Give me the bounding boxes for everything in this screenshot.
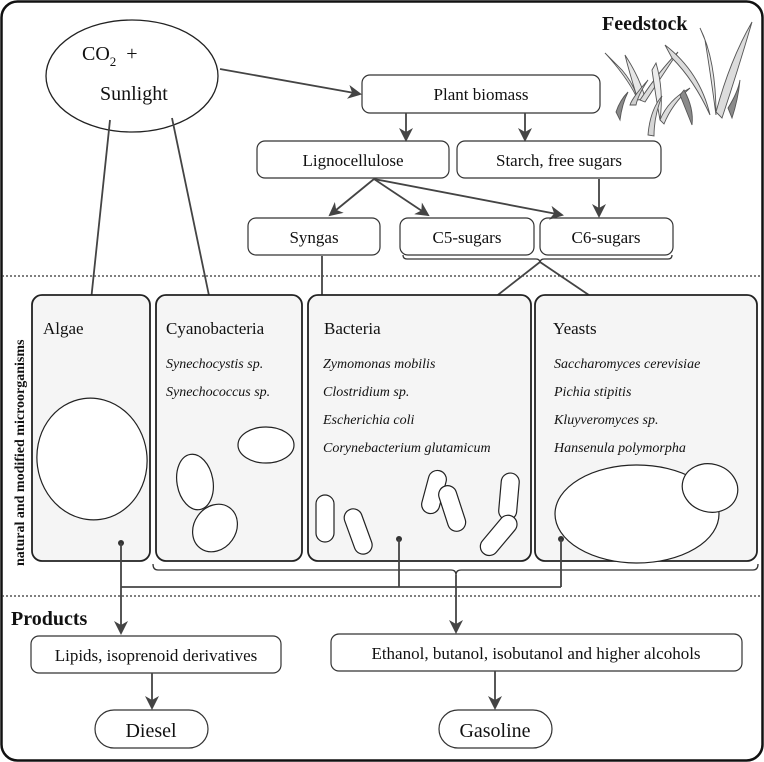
bacterium-rod (315, 494, 335, 543)
cyanobacteria-cell (176, 453, 214, 511)
lipids-node (30, 635, 282, 674)
species-item: Hansenula polymorpha (553, 441, 686, 456)
yeasts-title: Yeasts (553, 319, 597, 338)
starch-label: Starch, free sugars (496, 151, 622, 170)
cyanobacteria-cell (192, 503, 238, 553)
yeast-cell (554, 464, 720, 564)
species-item: Synechococcus sp. (166, 385, 270, 400)
feedstock-title: Feedstock (602, 13, 688, 35)
alcohols-node (330, 633, 743, 672)
species-item: Corynebacterium glutamicum (323, 441, 491, 456)
bacterium-rod (343, 508, 373, 555)
lignocellulose-node (256, 140, 450, 179)
co2-sunlight-source (45, 19, 219, 133)
species-item: Synechocystis sp. (166, 357, 263, 372)
syngas-label: Syngas (289, 228, 338, 247)
species-item: Pichia stipitis (553, 385, 632, 400)
source-co2-label: CO2+ (82, 43, 138, 69)
species-item: Zymomonas mobilis (323, 357, 436, 372)
bacterium-rod (498, 472, 520, 521)
syngas-node (247, 217, 381, 256)
species-item: Clostridium sp. (323, 385, 409, 400)
c6-sugars-node (539, 217, 674, 256)
gasoline-node (438, 709, 553, 749)
microorganisms-side-label: natural and modified microorganisms (13, 339, 28, 566)
bacteria-species: Zymomonas mobilis Clostridium sp. Escher… (322, 357, 491, 456)
c6-sugars-label: C6-sugars (572, 228, 641, 247)
plant-biomass-label: Plant biomass (434, 85, 529, 104)
species-item: Escherichia coli (322, 413, 414, 428)
diesel-label: Diesel (125, 720, 177, 742)
yeast-bud (681, 463, 739, 513)
cyanobacteria-cell (237, 426, 295, 464)
algae-cell (36, 397, 148, 521)
diesel-node (94, 709, 209, 749)
cyanobacteria-title: Cyanobacteria (166, 319, 265, 338)
bacteria-cells (315, 469, 520, 557)
algae-title: Algae (43, 319, 84, 338)
species-item: Saccharomyces cerevisiae (554, 357, 700, 372)
lipids-label: Lipids, isoprenoid derivatives (55, 646, 258, 665)
species-item: Kluyveromyces sp. (553, 413, 658, 428)
yeasts-species: Saccharomyces cerevisiae Pichia stipitis… (553, 357, 700, 456)
starch-node (456, 140, 662, 179)
grass-illustration (604, 21, 753, 137)
product-connectors (114, 536, 564, 635)
bacterium-rod (479, 514, 518, 557)
source-sunlight-label: Sunlight (100, 83, 168, 105)
lignocellulose-label: Lignocellulose (302, 151, 403, 170)
bacteria-panel (307, 294, 532, 562)
products-title: Products (11, 608, 88, 630)
c5-sugars-node (399, 217, 535, 256)
plant-biomass-node (361, 74, 601, 114)
bacterium-rod (438, 485, 467, 532)
c5-sugars-label: C5-sugars (433, 228, 502, 247)
gasoline-label: Gasoline (459, 720, 530, 742)
alcohols-label: Ethanol, butanol, isobutanol and higher … (371, 644, 700, 663)
cyanobacteria-species: Synechocystis sp. Synechococcus sp. (166, 357, 270, 400)
bacteria-title: Bacteria (324, 319, 381, 338)
